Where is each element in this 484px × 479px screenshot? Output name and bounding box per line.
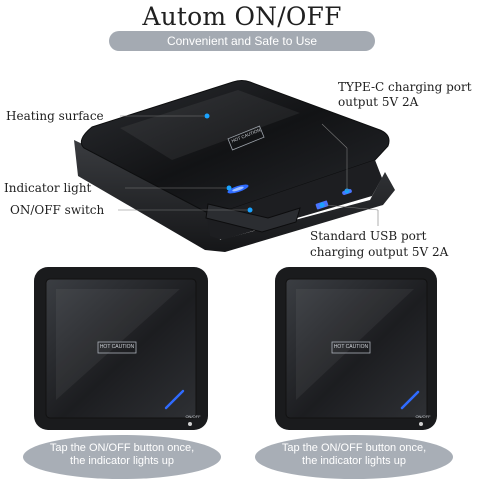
callout-onoff-switch: ON/OFF switch	[10, 203, 105, 217]
device-reflection	[120, 90, 300, 160]
panel-right-caption-line2: the indicator lights up	[302, 455, 406, 467]
panel-left-caption-bg	[23, 435, 221, 479]
panel-left-switch-label: ON/OFF	[185, 414, 201, 419]
panel-left-label: HOT CAUTION	[99, 344, 135, 350]
subtitle-text: Convenient and Safe to Use	[166, 34, 318, 48]
panel-right	[275, 267, 437, 430]
panel-left	[34, 267, 208, 430]
panel-right-indicator	[400, 390, 420, 410]
callout-usb-line1: Standard USB port	[310, 229, 427, 243]
panel-right-caption: Tap the ON/OFF button once, the indicato…	[254, 442, 454, 468]
panel-right-label: HOT CAUTION	[333, 344, 369, 350]
callout-typec-line2: output 5V 2A	[338, 95, 419, 109]
panel-right-caption-bg	[255, 435, 453, 479]
indicator-light-dot	[226, 185, 232, 191]
panel-right-caption-line1: Tap the ON/OFF button once,	[281, 442, 427, 454]
panel-left-caption-line1: Tap the ON/OFF button once,	[49, 442, 195, 454]
callout-typec-line1: TYPE-C charging port	[338, 80, 472, 94]
page-title: Autom ON/OFF	[142, 2, 342, 31]
onoff-switch	[205, 203, 301, 233]
device-hot-caution-label	[227, 125, 265, 151]
callout-heating-surface: Heating surface	[6, 109, 104, 123]
device-side	[74, 140, 395, 252]
usb-port-dot	[319, 202, 325, 208]
callout-usb-line2: charging output 5V 2A	[310, 245, 449, 259]
panel-left-indicator	[164, 389, 185, 410]
panel-left-caption-line2: the indicator lights up	[70, 455, 174, 467]
panel-right-hot-caution-label	[331, 341, 371, 354]
onoff-switch-dot	[247, 207, 253, 213]
heating-surface-dot	[204, 113, 210, 119]
panel-left-hot-caution-label	[97, 341, 137, 354]
panel-right-switch-label: ON/OFF	[415, 414, 431, 419]
device-top	[80, 80, 390, 214]
callout-indicator-light: Indicator light	[4, 181, 92, 195]
panel-left-caption: Tap the ON/OFF button once, the indicato…	[22, 442, 222, 468]
subtitle-banner: Convenient and Safe to Use	[109, 31, 375, 51]
